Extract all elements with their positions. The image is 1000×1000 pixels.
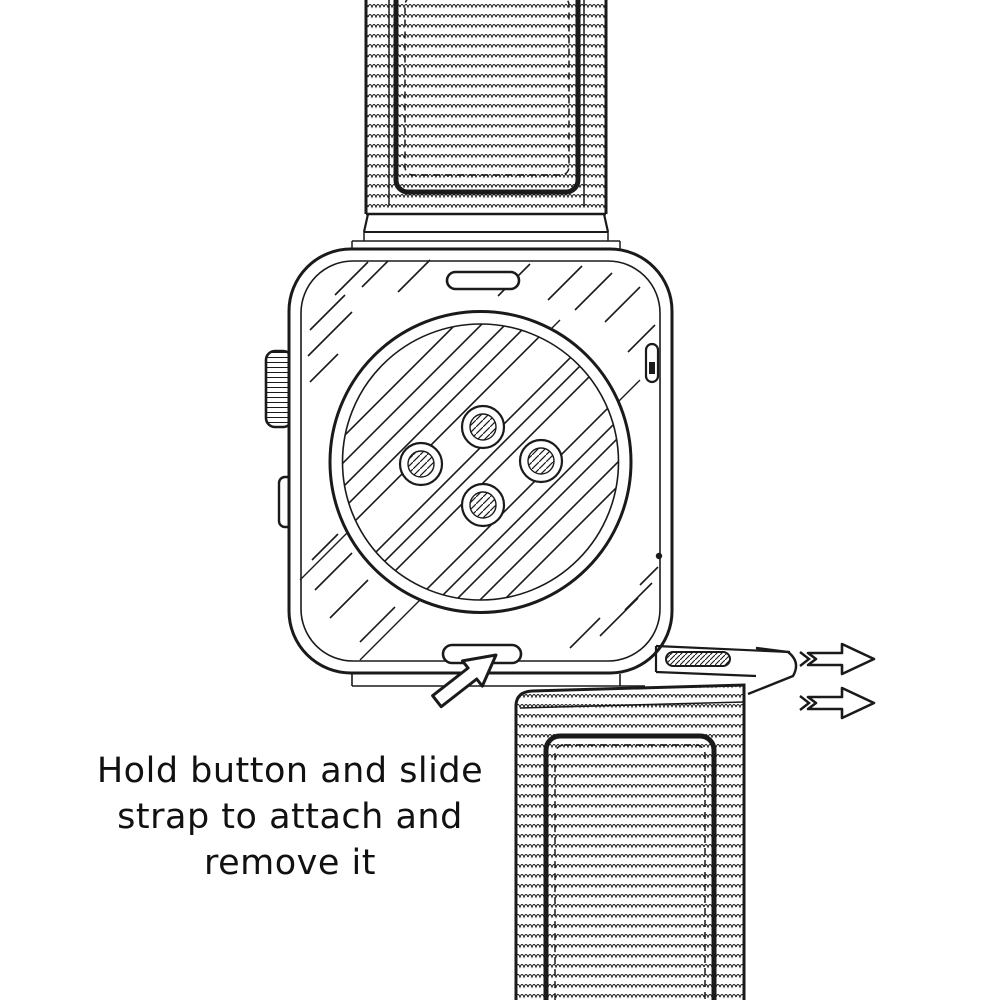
top-strap-stitched-panel [393, 0, 581, 195]
instruction-line-3: remove it [204, 843, 376, 883]
instruction-text: Hold button and slide strap to attach an… [97, 751, 483, 883]
sensor-lens-top [460, 404, 506, 450]
sensor-lens-left [398, 441, 444, 487]
band-slot-top [445, 270, 521, 291]
band-adapter-pin [665, 651, 731, 667]
top-strap [351, 0, 621, 250]
bottom-strap [514, 683, 746, 1000]
sensor-lenses [398, 404, 564, 528]
slide-direction-arrows [799, 642, 876, 720]
bottom-strap-stitched-panel [543, 733, 717, 1000]
case-hatching [307, 259, 659, 649]
top-band-adapter [351, 213, 621, 250]
instruction-line-1: Hold button and slide [97, 751, 483, 791]
band-adapter-bracket [747, 646, 798, 696]
bottom-strap-texture [516, 685, 744, 1000]
slide-arrow-bottom [799, 686, 876, 720]
sensor-lens-right [518, 438, 564, 484]
side-slot-mark [649, 362, 655, 374]
band-adapter-assembly [654, 644, 798, 696]
sensor-lens-bottom [460, 482, 506, 528]
sensor-disc-outer [328, 310, 633, 614]
slide-arrow-top [799, 642, 876, 676]
bottom-band-channel [351, 674, 645, 687]
pointer-arrow [431, 653, 498, 709]
top-strap-texture [366, 0, 606, 214]
instruction-line-2: strap to attach and [117, 797, 463, 837]
top-strap-stitches [404, 0, 570, 176]
bottom-strap-stitches [554, 744, 706, 1000]
mic-hole [655, 552, 663, 560]
